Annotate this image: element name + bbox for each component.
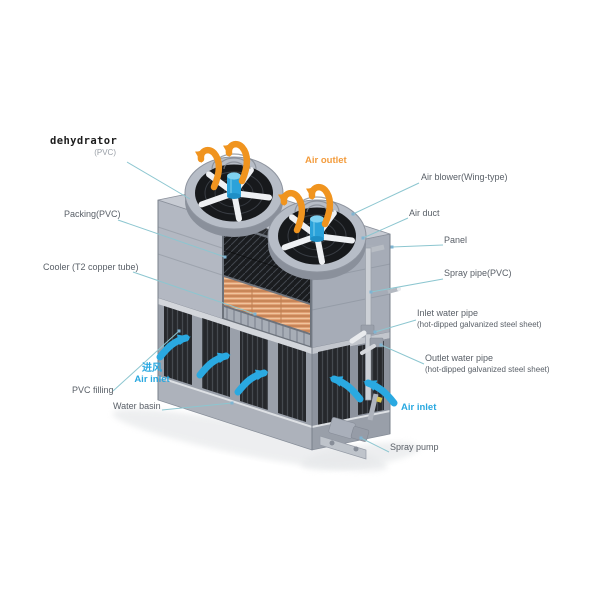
label-panel: Panel xyxy=(444,235,468,245)
fan-right xyxy=(268,187,366,280)
spray-pump-assembly xyxy=(319,396,383,460)
louver-panel xyxy=(278,343,306,422)
fan-left xyxy=(185,144,283,237)
label-air-duct: Air duct xyxy=(409,208,440,218)
label-spray-pump: Spray pump xyxy=(390,442,439,452)
label-inlet-water-pipe-sub: (hot-dipped galvanized steel sheet) xyxy=(417,320,542,329)
spray-zone-slats xyxy=(224,307,310,346)
label-outlet-water-pipe-text: Outlet water pipe xyxy=(425,353,494,363)
label-air-blower: Air blower(Wing-type) xyxy=(421,172,508,182)
cooler-coil-block xyxy=(224,277,310,333)
louver-rail-front xyxy=(158,298,312,354)
louver-panel xyxy=(240,331,268,410)
label-air-inlet-left-en: Air inlet xyxy=(134,374,170,385)
leader-dots xyxy=(177,212,394,440)
spray-pipe-vertical xyxy=(365,247,372,401)
label-outlet-water-pipe-sub: (hot-dipped galvanized steel sheet) xyxy=(425,365,550,374)
label-spray-pipe: Spray pipe(PVC) xyxy=(444,268,512,278)
label-dehydrator: dehydrator (PVC) xyxy=(50,135,118,158)
label-outlet-water-pipe: Outlet water pipe (hot-dipped galvanized… xyxy=(425,353,550,375)
air-inlet-arrows xyxy=(156,334,398,407)
label-water-basin: Water basin xyxy=(113,401,161,411)
label-cooler: Cooler (T2 copper tube) xyxy=(43,262,139,272)
label-pvc-filling: PVC filling xyxy=(72,385,114,395)
label-air-inlet-left: 进风 Air inlet xyxy=(128,363,176,385)
valve-accent xyxy=(376,396,383,403)
label-packing: Packing(PVC) xyxy=(64,209,121,219)
spray-pipe-assembly xyxy=(349,244,401,421)
label-air-inlet-right: Air inlet xyxy=(401,402,437,413)
louver-panel xyxy=(164,306,192,385)
label-air-inlet-left-cn: 进风 xyxy=(142,363,162,374)
label-inlet-water-pipe: Inlet water pipe (hot-dipped galvanized … xyxy=(417,308,542,330)
label-air-outlet: Air outlet xyxy=(305,155,347,166)
label-dehydrator-sub: (PVC) xyxy=(94,148,116,157)
leader-lines xyxy=(112,161,444,453)
label-inlet-water-pipe-text: Inlet water pipe xyxy=(417,308,479,318)
label-dehydrator-text: dehydrator xyxy=(50,135,118,147)
louver-base-front xyxy=(158,304,312,427)
